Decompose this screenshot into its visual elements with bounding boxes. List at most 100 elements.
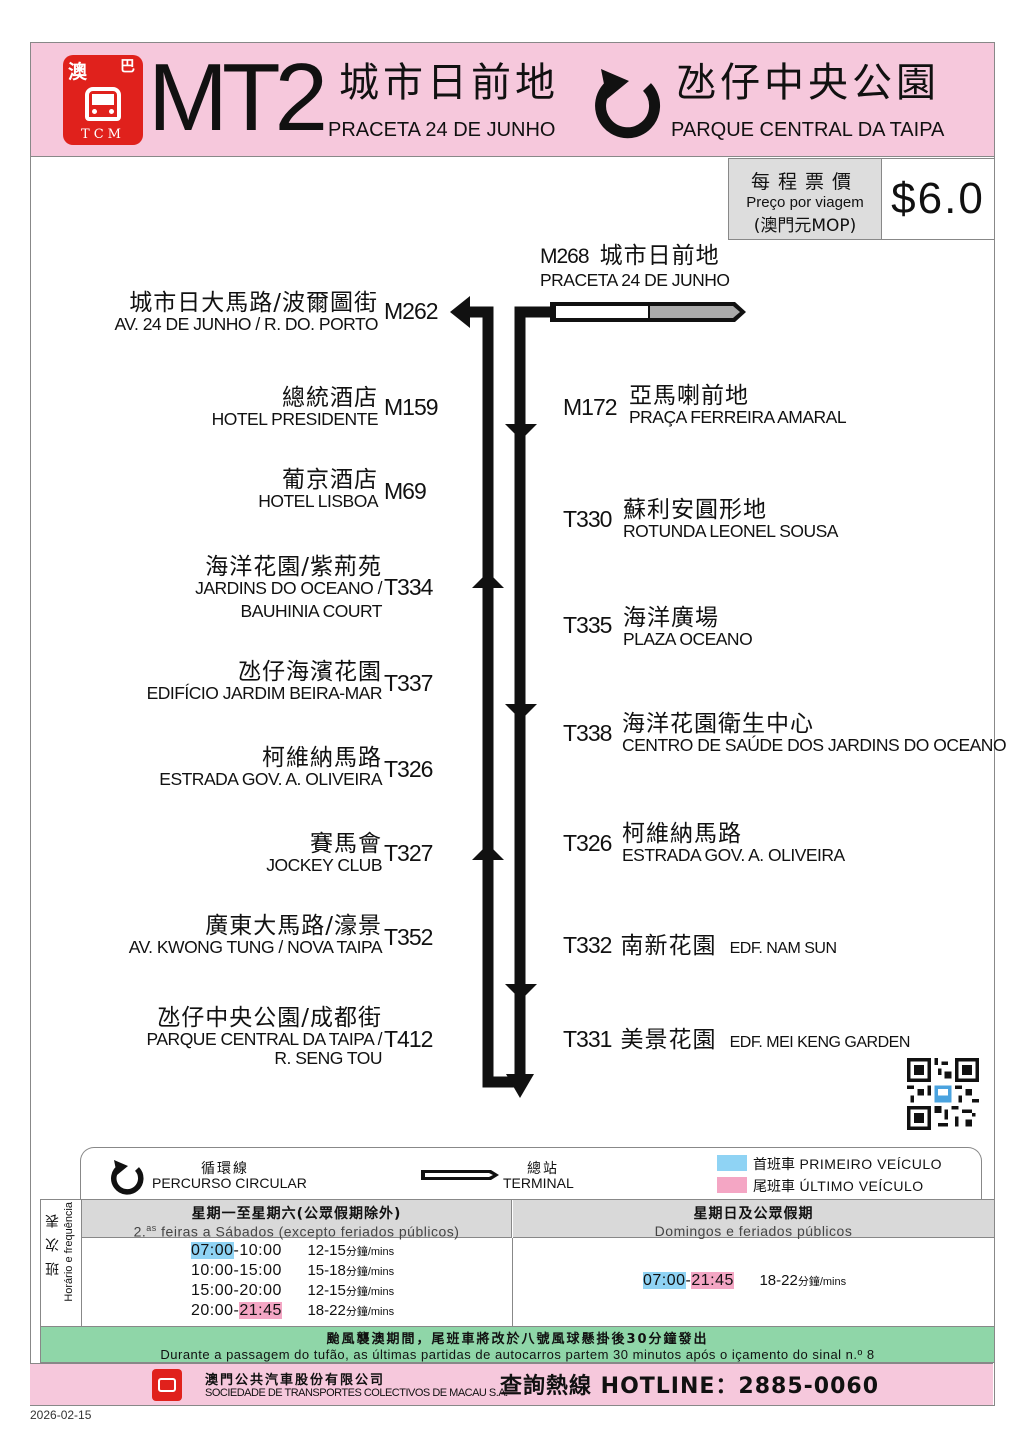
arrow-down-1 [505,424,537,440]
fare-label: 每程票價 Preço por viagem (澳門元MOP) [728,158,882,240]
last-bus-time: 21:45 [691,1272,734,1289]
route-sheet: 澳 巴 TCM MT2 城市日前地 PRACETA 24 DE JUNHO 氹仔… [30,42,995,1406]
stop-inbound: 柯維納馬路 ESTRADA GOV. A. OLIVEIRA [159,746,382,789]
terminal-icon [421,1170,499,1180]
frequency: 18-22 [307,1302,346,1319]
start-time: 10:00 [191,1262,234,1279]
stop-name-zh: 海洋花園衛生中心 [622,711,814,737]
stop-name-pt-line2: R. SENG TOU [274,1048,382,1068]
stop-name-pt: PLAZA OCEANO [623,629,753,649]
legend-first-zh: 首班車 [753,1157,795,1173]
stop-inbound: 城市日大馬路/波爾圖街 AV. 24 DE JUNHO / R. DO. POR… [115,291,379,334]
route-header: 澳 巴 TCM MT2 城市日前地 PRACETA 24 DE JUNHO 氹仔… [31,43,994,157]
last-bus-time: 21:45 [239,1302,282,1319]
frequency-unit: 分鐘/mins [345,1266,395,1278]
legend-terminal-pt: TERMINAL [503,1175,574,1191]
stop-name-zh: 氹仔海濱花園 [238,659,382,685]
timetable-side-label: 班次表 Horário e frequência [41,1200,82,1326]
timetable-row: 20:00-21:45 18-22分鐘/mins [191,1302,395,1319]
stop-code: T412 [384,1026,433,1052]
origin-pt: PRACETA 24 DE JUNHO [328,119,556,141]
outbound-line [514,306,552,1088]
frequency-unit: 分鐘/mins [345,1306,395,1318]
stop-name-zh: 亞馬喇前地 [629,383,749,409]
weekday-pt-superscript: as [146,1223,157,1233]
frequency-unit: 分鐘/mins [345,1286,395,1298]
stop-name-pt: JOCKEY CLUB [266,855,382,875]
legend-last: 尾班車 ÚLTIMO VEÍCULO [753,1176,924,1196]
fare-currency: (澳門元MOP) [753,216,857,236]
stop-outbound: T330 蘇利安圓形地 ROTUNDA LEONEL SOUSA [563,498,838,541]
first-bus-time: 07:00 [191,1242,234,1259]
notice-pt: Durante a passagem do tufão, as últimas … [160,1347,875,1362]
weekday-header-pt: 2.as feiras a Sábados (excepto feriados … [82,1223,511,1240]
origin-zh: 城市日前地 [339,60,559,106]
logo-char-right: 巴 [119,57,135,75]
stop-name-zh: 蘇利安圓形地 [623,497,767,523]
frequency: 15-18 [307,1262,346,1279]
stop-name-zh: 總統酒店 [282,385,378,411]
stop-code: M262 [384,298,439,324]
stop-name-pt: JARDINS DO OCEANO / [195,578,382,598]
legend-circular-zh: 循環線 [201,1161,249,1177]
stop-code: M159 [384,394,439,420]
stop-name-pt: CENTRO DE SAÚDE DOS JARDINS DO OCEANO [622,735,1007,755]
stop-code: T335 [563,612,612,638]
end-time: 10:00 [239,1242,282,1259]
timetable-label-pt: Horário e frequência [63,1202,75,1302]
terminal-stop: M268 城市日前地 PRACETA 24 DE JUNHO [540,244,730,290]
legend-last-pt: ÚLTIMO VEÍCULO [799,1178,924,1194]
legend-terminal-zh: 總站 [527,1161,559,1177]
stop-outbound: T331 美景花園 EDF. MEI KENG GARDEN [563,1026,910,1053]
stop-name-zh: 海洋花園/紫荊苑 [205,554,382,580]
stop-inbound: 葡京酒店 HOTEL LISBOA [258,468,378,511]
last-bus-swatch [717,1177,747,1193]
column-divider [512,1238,513,1326]
stop-name-pt: EDIFÍCIO JARDIM BEIRA-MAR [146,683,383,703]
stop-code: T332 [563,932,612,958]
stop-inbound: 氹仔中央公園/成都街 PARQUE CENTRAL DA TAIPA / R. … [147,1005,383,1068]
stop-code: T331 [563,1026,612,1052]
stop-name-zh: 柯維納馬路 [262,745,382,771]
stop-name-zh: 城市日前地 [599,243,720,269]
end-time: 20:00 [239,1282,282,1299]
legend-first: 首班車 PRIMEIRO VEÍCULO [753,1154,942,1174]
weekend-header-zh: 星期日及公眾假期 [693,1206,814,1222]
weekday-pt-text: feiras a Sábados (excepto feriados públi… [156,1223,460,1240]
stop-code: M69 [384,478,427,504]
stop-name-pt: ESTRADA GOV. A. OLIVEIRA [622,845,845,865]
timetable-row: 07:00-10:00 12-15分鐘/mins [191,1242,395,1259]
legend: 循環線 PERCURSO CIRCULAR 總站 TERMINAL 首班車 PR… [80,1147,982,1199]
stop-inbound: 賽馬會 JOCKEY CLUB [266,832,382,875]
weekday-rows: 07:00-10:00 12-15分鐘/mins 10:00-15:00 15-… [191,1242,394,1322]
stop-inbound: 總統酒店 HOTEL PRESIDENTE [212,385,379,429]
stop-name-pt: ROTUNDA LEONEL SOUSA [623,521,838,541]
terminal-marker [550,302,746,322]
stop-name-zh: 葡京酒店 [282,467,378,493]
stop-code: T330 [563,506,612,532]
print-date: 2026-02-15 [30,1408,92,1422]
frequency-unit: 分鐘/mins [797,1276,847,1288]
legend-first-pt: PRIMEIRO VEÍCULO [799,1156,943,1172]
weekend-row: 07:00-21:45 18-22分鐘/mins [643,1272,847,1289]
arrow-bottom-end [506,1074,534,1098]
stop-code: M268 [540,245,590,268]
stop-name-zh: 海洋廣場 [623,605,719,631]
logo-char-left: 澳 [68,61,88,83]
inbound-line [468,306,520,1088]
stop-name-pt: PRAÇA FERREIRA AMARAL [629,407,847,427]
stop-name-zh: 柯維納馬路 [622,821,742,847]
stop-name-zh: 氹仔中央公園/成都街 [157,1005,382,1031]
weekend-header: 星期日及公眾假期 Domingos e feriados públicos [513,1200,994,1239]
stop-code: T326 [384,756,433,782]
end-time: 15:00 [239,1262,282,1279]
stop-name-zh: 南新花園 [620,933,717,959]
stop-name-pt: AV. KWONG TUNG / NOVA TAIPA [128,937,383,957]
stop-name-zh: 美景花園 [620,1027,717,1053]
qr-code-icon[interactable] [907,1058,979,1130]
arrow-up-1 [472,572,504,588]
destination-pt: PARQUE CENTRAL DA TAIPA [671,119,945,141]
stop-code: T337 [384,670,433,696]
stop-name-pt: EDF. MEI KENG GARDEN [729,1034,911,1051]
